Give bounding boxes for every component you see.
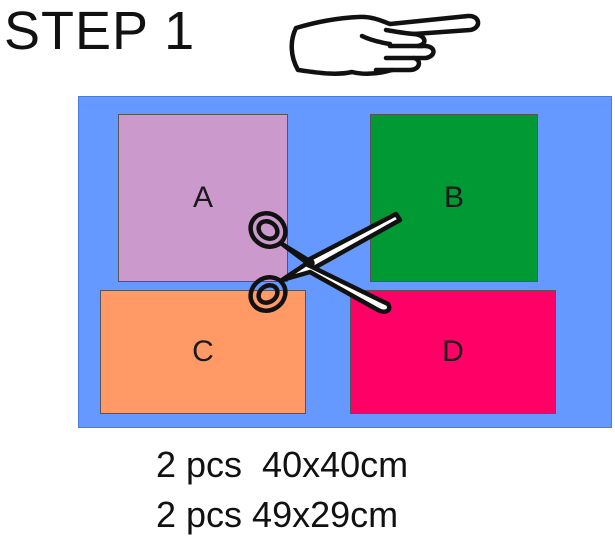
piece-a: A	[118, 114, 288, 282]
piece-c-label: C	[192, 335, 214, 368]
step-title: STEP 1	[4, 1, 196, 61]
piece-d: D	[350, 290, 556, 414]
scissors-icon	[248, 211, 403, 314]
piece-b: B	[370, 114, 538, 282]
pointing-hand-icon	[289, 13, 481, 76]
piece-c: C	[100, 290, 306, 414]
piece-a-label: A	[192, 181, 213, 214]
piece-d-label: D	[442, 335, 464, 368]
quantity-line-1: 2 pcs 40x40cm	[156, 444, 409, 485]
piece-b-label: B	[443, 181, 464, 214]
quantity-line-2: 2 pcs 49x29cm	[156, 494, 399, 535]
